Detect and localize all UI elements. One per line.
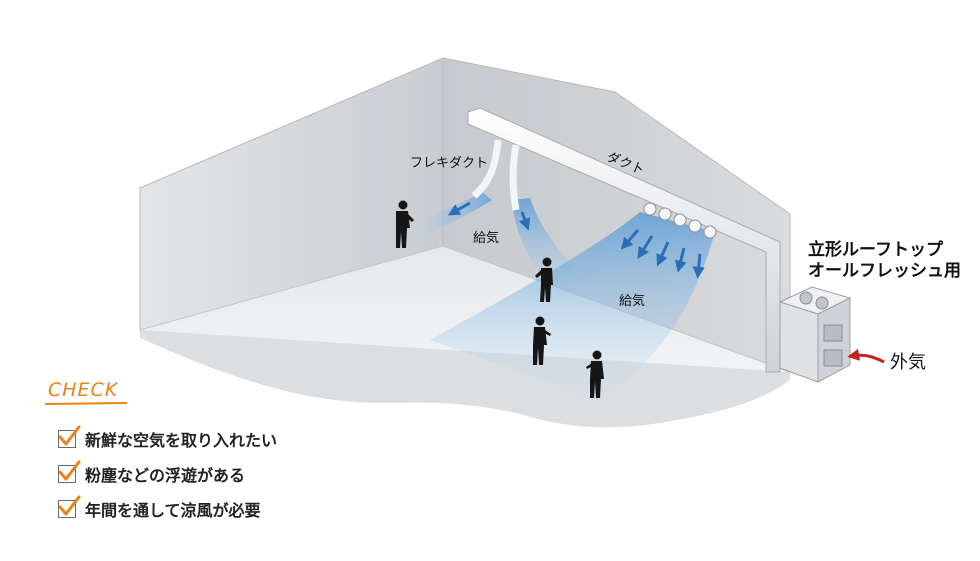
check-item-label: 年間を通して涼風が必要: [85, 500, 261, 520]
arrow-icon: [620, 229, 640, 250]
label-outside-air: 外気: [890, 352, 926, 373]
check-title: CHECK: [48, 379, 119, 401]
flexible-duct-left: [471, 139, 502, 199]
diffuser: [658, 207, 672, 221]
fan-icon: [799, 291, 813, 305]
label-unit-name-2: オールフレッシュ用: [808, 261, 961, 281]
check-underline: [45, 402, 127, 405]
floor-edge: [140, 330, 790, 428]
check-item: 新鮮な空気を取り入れたい: [58, 421, 277, 456]
diffuser: [703, 225, 717, 239]
person-icon: [396, 200, 414, 248]
air-arrows: [447, 201, 705, 279]
fan-icon: [815, 296, 829, 310]
diffuser: [688, 219, 702, 233]
checkbox-checked-icon: [58, 460, 81, 483]
unit-front: [779, 301, 819, 383]
check-item: 粉塵などの浮遊がある: [58, 456, 277, 491]
check-item-label: 粉塵などの浮遊がある: [85, 465, 246, 485]
arrow-icon: [637, 235, 654, 260]
checkbox-checked-icon: [58, 425, 81, 448]
outside-air-arrow-icon: [847, 348, 885, 364]
checkbox-checked-icon: [58, 495, 81, 518]
rooftop-unit: [778, 286, 852, 383]
person-icon: [533, 316, 551, 365]
arrow-icon: [447, 201, 471, 216]
people: [396, 200, 604, 398]
check-item-label: 新鮮な空気を取り入れたい: [85, 430, 278, 450]
airflow-main: [430, 212, 715, 405]
duct: [467, 107, 781, 373]
check-list: 新鮮な空気を取り入れたい 粉塵などの浮遊がある 年間を通して涼風が必要: [58, 421, 277, 526]
diffuser: [643, 202, 657, 216]
person-icon: [586, 350, 604, 398]
unit-panel: [823, 349, 843, 367]
flexible-duct-right: [509, 144, 520, 211]
arrow-icon: [692, 253, 705, 279]
check-item: 年間を通して涼風が必要: [58, 491, 277, 526]
arrow-icon: [656, 241, 670, 267]
label-supply-air-2: 給気: [619, 293, 645, 309]
unit-panel: [823, 324, 843, 342]
arrow-icon: [518, 211, 531, 231]
label-supply-air-1: 給気: [473, 230, 499, 246]
person-icon: [535, 257, 553, 302]
label-unit-name-1: 立形ルーフトップ: [808, 239, 944, 260]
label-flexible-duct: フレキダクト: [410, 156, 488, 171]
diffuser: [673, 213, 687, 227]
arrow-icon: [674, 247, 687, 273]
diffusers: [643, 202, 717, 239]
